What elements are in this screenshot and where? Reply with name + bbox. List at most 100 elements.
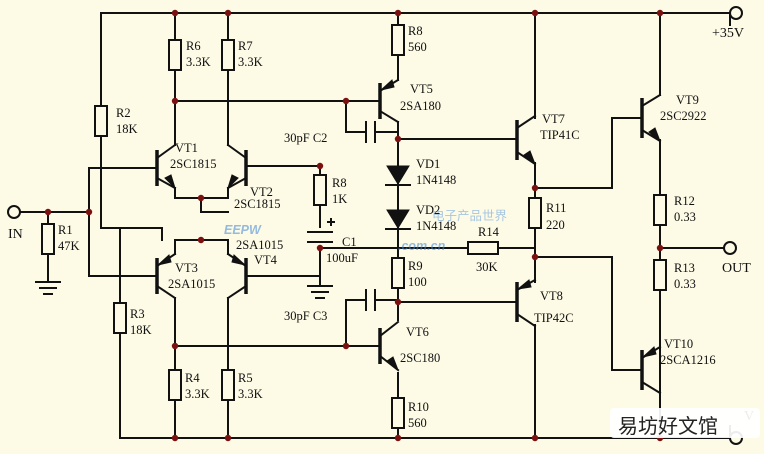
resistor-r12: [653, 194, 667, 226]
vt3-part: 2SA1015: [168, 277, 215, 291]
wires: [19, 12, 731, 439]
resistor-r14: [467, 241, 499, 255]
input-terminal[interactable]: [7, 205, 21, 219]
resistor-r11: [528, 197, 542, 229]
vt1-ref: VT1: [175, 141, 198, 155]
vt6-ref: VT6: [406, 325, 429, 339]
vd1-ref: VD1: [416, 157, 440, 171]
transistor-vt4: [226, 252, 256, 300]
resistor-r8-560: [391, 24, 405, 56]
resistor-r3: [113, 302, 127, 334]
r7-value: 3.3K: [238, 55, 263, 69]
c1-gap: [308, 228, 332, 246]
r2-value: 18K: [116, 122, 138, 136]
input-label: IN: [8, 227, 23, 242]
r4-ref: R4: [185, 371, 200, 385]
capacitor-c2: [365, 121, 376, 143]
c1-value: 100uF: [326, 251, 358, 265]
resistor-r9: [391, 257, 405, 289]
r10-value: 560: [408, 416, 427, 430]
vt6-part: 2SC180: [400, 351, 440, 365]
resistor-r8-1k: [313, 174, 327, 206]
transistor-vt6: [378, 320, 400, 372]
vt9-base-wire: [534, 117, 641, 189]
ground-icon: [35, 281, 61, 295]
r8-1k-ref: R8: [332, 176, 347, 190]
resistor-r1: [41, 223, 55, 255]
input-bus: [88, 167, 141, 277]
watermark-logo: EEPW: [224, 223, 262, 237]
r11-ref: R11: [546, 201, 566, 215]
r2-wire: [100, 12, 163, 229]
positive-supply-label: +35V: [712, 26, 744, 41]
resistors: [41, 24, 667, 429]
watermark: EEPW .com.cn 电子产品世界: [224, 208, 508, 253]
r5-ref: R5: [238, 371, 253, 385]
vt5-ref: VT5: [410, 82, 433, 96]
transistor-vt10: [640, 345, 662, 395]
diode-vd2: [386, 209, 410, 229]
r12-value: 0.33: [674, 210, 696, 224]
vt7-ref: VT7: [542, 112, 565, 126]
vt9-ref: VT9: [676, 93, 699, 107]
vt5-part: 2SA180: [400, 99, 441, 113]
r14-value: 30K: [476, 260, 498, 274]
vt1-part: 2SC1815: [170, 157, 217, 171]
transistor-vt3: [139, 252, 177, 300]
vt10-base-wire: [534, 256, 641, 371]
r13-ref: R13: [674, 261, 695, 275]
resistor-r7: [221, 39, 235, 71]
vd1-part: 1N4148: [416, 173, 456, 187]
vt7-part: TIP41C: [540, 128, 580, 142]
vd2-part: 1N4148: [416, 219, 456, 233]
r4-value: 3.3K: [185, 387, 210, 401]
transistor-vt7: [499, 114, 537, 166]
c2-label: 30pF C2: [284, 131, 327, 145]
c3-left-wire: [345, 299, 367, 347]
r1-value: 47K: [58, 239, 80, 253]
vt8-part: TIP42C: [534, 311, 574, 325]
capacitor-c1-plus: [327, 218, 335, 226]
r7-ref: R7: [238, 39, 253, 53]
transistor-vt8: [499, 278, 537, 328]
positive-supply-terminal[interactable]: [729, 6, 743, 20]
vt4-part: 2SA1015: [236, 238, 283, 252]
labels: IN OUT +35V V R1 47K R2 18K R3 18K R4 3.…: [8, 24, 754, 430]
resistor-r2: [94, 105, 108, 137]
resistor-r10: [391, 397, 405, 429]
vt8-ref: VT8: [540, 289, 563, 303]
vt2-part: 2SC1815: [234, 197, 281, 211]
tail-join: [200, 197, 229, 213]
vt2-ref: VT2: [250, 185, 273, 199]
r5-value: 3.3K: [238, 387, 263, 401]
vt3-ref: VT3: [175, 261, 198, 275]
r9-ref: R9: [408, 259, 423, 273]
resistor-r5: [221, 369, 235, 401]
r14-ref: R14: [478, 225, 500, 239]
r9-value: 100: [408, 275, 427, 289]
c2-left-wire: [345, 100, 367, 133]
r8-1k-value: 1K: [332, 192, 347, 206]
r1-ref: R1: [58, 223, 73, 237]
r3-value: 18K: [130, 323, 152, 337]
r8-560-ref: R8: [408, 24, 423, 38]
r3-ref: R3: [130, 307, 145, 321]
r11-value: 220: [546, 218, 565, 232]
vd2-ref: VD2: [416, 203, 440, 217]
transistor-vt2: [226, 143, 249, 190]
capacitors: [307, 121, 376, 311]
site-watermark-badge: 易坊好文馆: [610, 408, 760, 438]
ground-icon: [307, 285, 333, 299]
output-terminal[interactable]: [723, 241, 737, 255]
r6-value: 3.3K: [186, 55, 211, 69]
output-label: OUT: [722, 261, 751, 276]
transistor-vt5: [378, 78, 400, 124]
resistor-r6: [168, 39, 182, 71]
transistors: [139, 78, 662, 395]
ground-symbols: [35, 281, 333, 299]
watermark-chinese: 电子产品世界: [432, 208, 508, 223]
vt10-ref: VT10: [664, 337, 693, 351]
transistor-vt1: [139, 143, 177, 190]
